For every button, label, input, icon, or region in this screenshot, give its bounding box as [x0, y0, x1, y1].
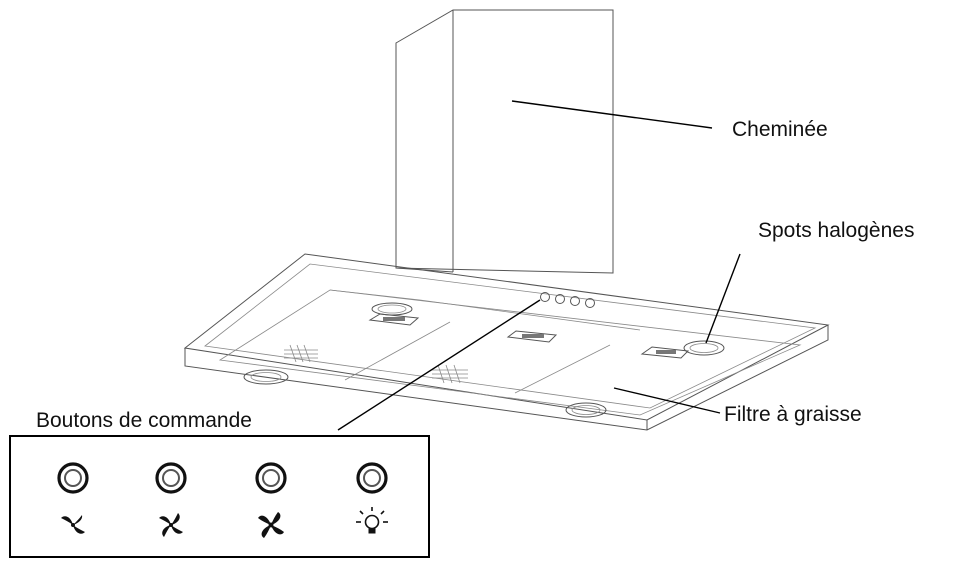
halogen-spot-front-left	[243, 369, 289, 385]
hood-control-buttons	[540, 292, 595, 308]
leader-halogen-spots	[705, 253, 741, 344]
fan-speed-1-icon	[61, 515, 85, 534]
button-light[interactable]	[356, 462, 388, 494]
chimney	[395, 9, 614, 274]
fan-speed-3-icon	[258, 512, 284, 538]
label-halogen-spots: Spots halogènes	[758, 219, 914, 242]
button-fan-speed-1[interactable]	[57, 462, 89, 494]
button-fan-speed-2[interactable]	[155, 462, 187, 494]
bracket-center	[506, 330, 558, 343]
grease-filter-grille-left	[284, 344, 318, 363]
label-grease-filter: Filtre à graisse	[724, 403, 862, 426]
leader-grease-filter	[613, 387, 721, 414]
leader-chimney	[511, 100, 713, 129]
control-panel-inset	[9, 435, 430, 558]
leader-control-buttons	[337, 299, 541, 431]
button-fan-speed-3[interactable]	[255, 462, 287, 494]
bracket-right	[640, 346, 690, 359]
fan-speed-2-icon	[159, 513, 183, 537]
label-chimney: Cheminée	[732, 118, 828, 141]
bracket-left	[368, 313, 420, 326]
label-control-buttons: Boutons de commande	[36, 409, 252, 432]
halogen-spot-back-left	[371, 302, 413, 316]
grease-filter-grille-center	[432, 364, 468, 384]
halogen-spot-right	[683, 340, 725, 356]
hood-body	[183, 253, 830, 431]
light-bulb-icon	[356, 507, 388, 534]
halogen-spot-front-right	[565, 402, 607, 418]
